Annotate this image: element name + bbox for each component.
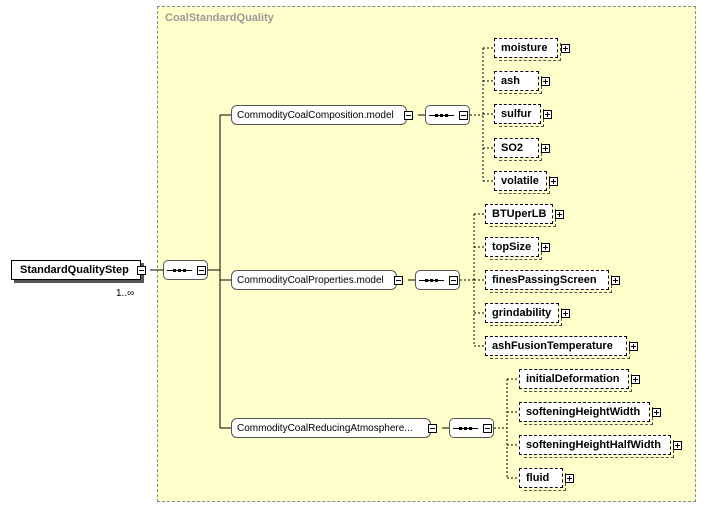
expand-icon[interactable] bbox=[541, 77, 550, 86]
multiplicity-label: 1..∞ bbox=[116, 288, 135, 299]
element-label: BTUperLB bbox=[492, 208, 547, 220]
model-group-label: CommodityCoalProperties.model bbox=[237, 274, 384, 286]
element-label: SO2 bbox=[501, 142, 524, 154]
element-label: softeningHeightWidth bbox=[526, 406, 641, 418]
element-grindability[interactable]: grindability bbox=[485, 303, 562, 326]
element-softeningheightwidth[interactable]: softeningHeightWidth bbox=[519, 402, 653, 425]
collapse-icon[interactable] bbox=[137, 266, 146, 275]
sequence-compositor[interactable] bbox=[449, 418, 494, 438]
expand-icon[interactable] bbox=[565, 474, 574, 483]
model-group-label: CommodityCoalReducingAtmosphere... bbox=[237, 422, 413, 434]
element-sulfur[interactable]: sulfur bbox=[494, 104, 544, 127]
collapse-icon[interactable] bbox=[197, 266, 206, 275]
element-label: moisture bbox=[501, 42, 548, 54]
element-btuperlb[interactable]: BTUperLB bbox=[485, 204, 556, 227]
expand-icon[interactable] bbox=[629, 342, 638, 351]
sequence-compositor[interactable] bbox=[425, 105, 470, 125]
collapse-icon[interactable] bbox=[459, 111, 468, 120]
model-group-properties[interactable]: CommodityCoalProperties.model bbox=[231, 270, 397, 290]
element-label: ashFusionTemperature bbox=[492, 340, 613, 352]
expand-icon[interactable] bbox=[561, 309, 570, 318]
element-label: grindability bbox=[492, 307, 552, 319]
element-label: sulfur bbox=[501, 108, 532, 120]
expand-icon[interactable] bbox=[549, 177, 558, 186]
sequence-icon bbox=[164, 261, 195, 279]
expand-icon[interactable] bbox=[631, 375, 640, 384]
expand-icon[interactable] bbox=[555, 210, 564, 219]
root-element-label: StandardQualityStep bbox=[20, 264, 129, 276]
group-title: CoalStandardQuality bbox=[165, 12, 274, 24]
collapse-icon[interactable] bbox=[428, 424, 437, 433]
collapse-icon[interactable] bbox=[394, 276, 403, 285]
element-so2[interactable]: SO2 bbox=[494, 138, 542, 161]
model-group-reducing-atmosphere[interactable]: CommodityCoalReducingAtmosphere... bbox=[231, 418, 431, 438]
element-moisture[interactable]: moisture bbox=[494, 38, 561, 61]
element-volatile[interactable]: volatile bbox=[494, 171, 550, 194]
sequence-icon bbox=[426, 106, 457, 124]
element-label: fluid bbox=[526, 472, 550, 484]
element-ashfusiontemperature[interactable]: ashFusionTemperature bbox=[485, 336, 630, 359]
element-softeningheighthalfwidth[interactable]: softeningHeightHalfWidth bbox=[519, 435, 674, 458]
element-label: finesPassingScreen bbox=[492, 274, 597, 286]
expand-icon[interactable] bbox=[652, 408, 661, 417]
expand-icon[interactable] bbox=[611, 276, 620, 285]
element-label: softeningHeightHalfWidth bbox=[526, 439, 661, 451]
collapse-icon[interactable] bbox=[483, 424, 492, 433]
expand-icon[interactable] bbox=[541, 144, 550, 153]
collapse-icon[interactable] bbox=[449, 276, 458, 285]
root-element-standard-quality-step[interactable]: StandardQualityStep bbox=[11, 260, 141, 280]
sequence-icon bbox=[450, 419, 481, 437]
expand-icon[interactable] bbox=[561, 44, 570, 53]
sequence-compositor[interactable] bbox=[415, 270, 460, 290]
element-finespassingscreen[interactable]: finesPassingScreen bbox=[485, 270, 612, 293]
sequence-icon bbox=[416, 271, 447, 289]
element-label: volatile bbox=[501, 175, 539, 187]
element-label: ash bbox=[501, 75, 520, 87]
element-initialdeformation[interactable]: initialDeformation bbox=[519, 369, 632, 392]
element-label: initialDeformation bbox=[526, 373, 620, 385]
element-ash[interactable]: ash bbox=[494, 71, 542, 94]
model-group-composition[interactable]: CommodityCoalComposition.model bbox=[231, 105, 407, 125]
model-group-label: CommodityCoalComposition.model bbox=[237, 109, 394, 121]
collapse-icon[interactable] bbox=[404, 111, 413, 120]
element-fluid[interactable]: fluid bbox=[519, 468, 566, 491]
element-label: topSize bbox=[492, 241, 532, 253]
element-topsize[interactable]: topSize bbox=[485, 237, 542, 260]
sequence-compositor[interactable] bbox=[163, 260, 208, 280]
expand-icon[interactable] bbox=[673, 441, 682, 450]
expand-icon[interactable] bbox=[543, 110, 552, 119]
expand-icon[interactable] bbox=[541, 243, 550, 252]
